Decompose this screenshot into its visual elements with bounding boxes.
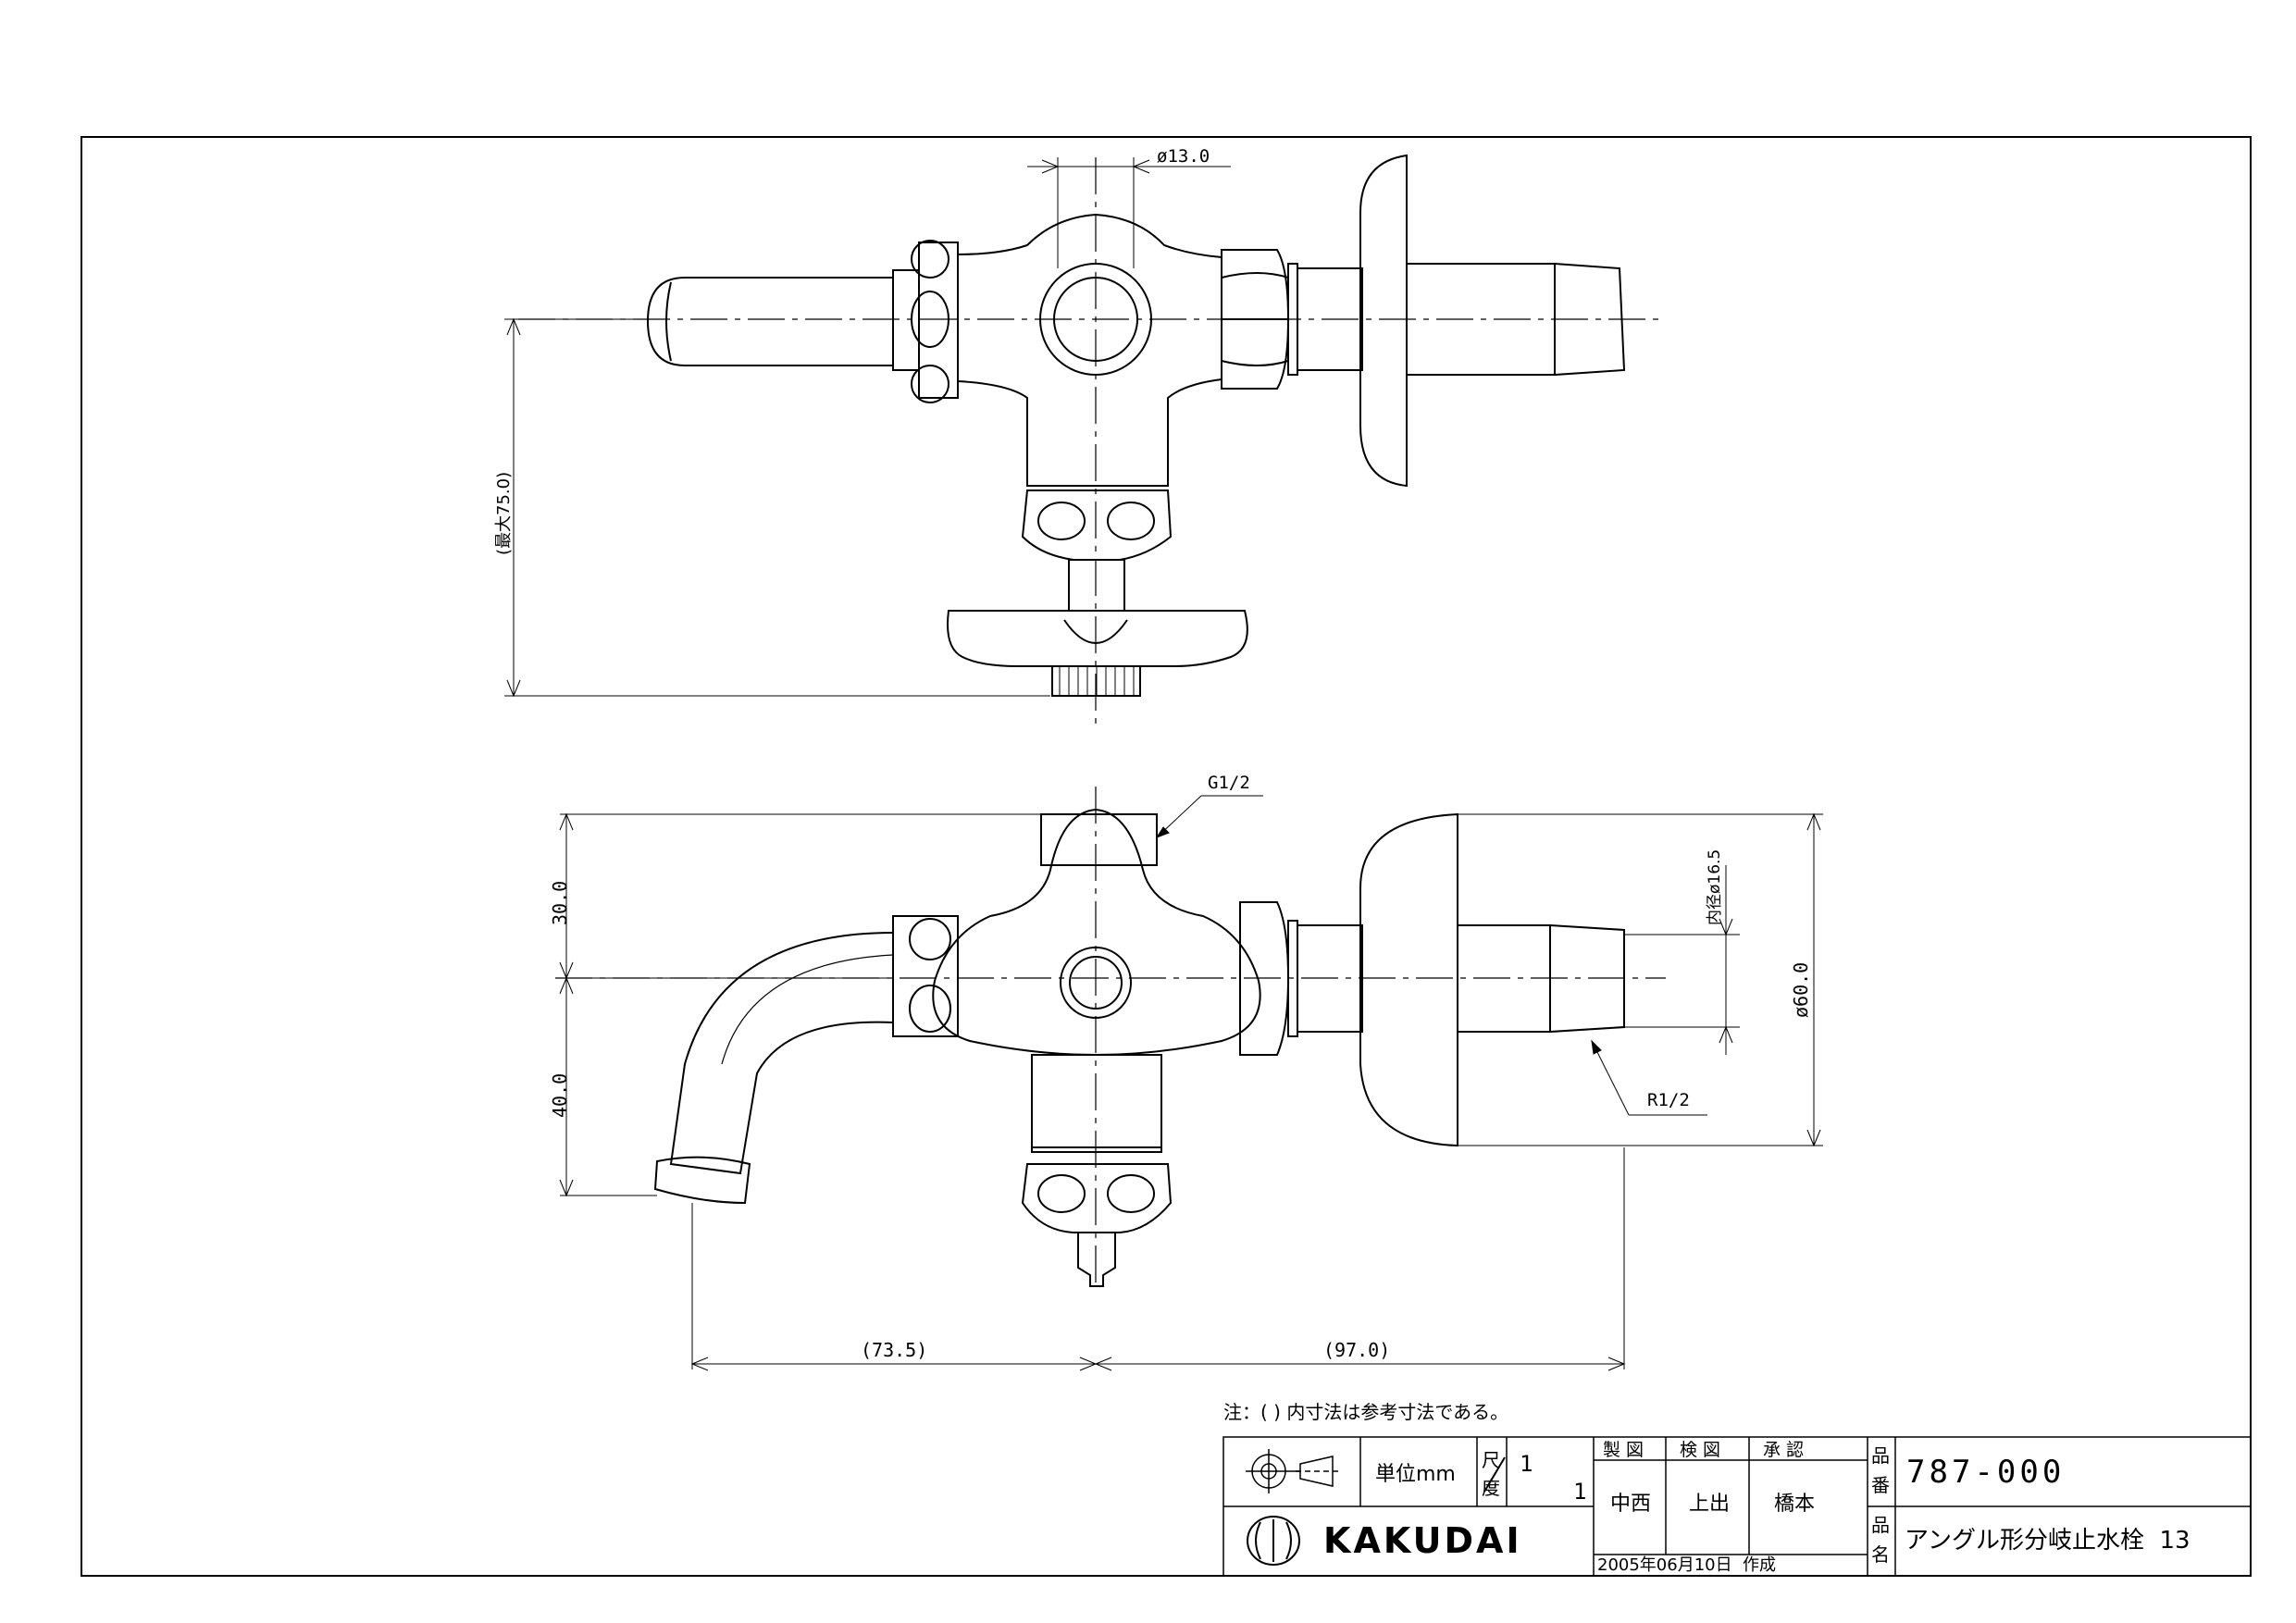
company-logo-text: KAKUDAI [1323,1520,1522,1561]
creation-date: 2005年06月10日 作成 [1597,1555,1776,1575]
dimension-labels: ø13.0 (最大75.0) G1/2 30.0 40.0 内径ø16.5 ø6… [494,146,1812,1361]
role-approved: 承 認 [1763,1440,1804,1460]
scale-label-2: 度 [1482,1477,1500,1499]
dim-upper: 30.0 [549,881,571,925]
title-block [1222,1436,2252,1577]
drawing-frame [81,136,2252,1577]
title-block-text: 単位mm 尺 度 1 1 製 図 検 図 承 認 中西 上出 橋本 品 番 78… [1323,1440,2191,1575]
dim-lower: 40.0 [549,1073,571,1118]
part-no-label-1: 品 [1871,1444,1890,1467]
part-no-label-2: 番 [1871,1474,1890,1496]
dim-bore: ø13.0 [1157,146,1210,167]
part-name-label-1: 品 [1871,1514,1890,1536]
role-drafted: 製 図 [1603,1440,1644,1460]
front-view [555,787,1666,1287]
reference-note: 注：( ) 内寸法は参考寸法である。 [1223,1401,1508,1423]
dim-left-length: (73.5) [861,1339,927,1361]
part-name: アングル形分岐止水栓 13 [1905,1527,2191,1555]
dim-right-length: (97.0) [1323,1339,1390,1361]
scale-numerator: 1 [1520,1451,1533,1477]
dim-max-height: (最大75.0) [494,472,514,555]
scale-denominator: 1 [1573,1479,1586,1505]
name-drafted: 中西 [1610,1493,1651,1516]
scale-label-1: 尺 [1482,1449,1500,1471]
dim-thread-end: R1/2 [1647,1090,1690,1110]
dim-inner-dia: 内径ø16.5 [1706,849,1724,925]
part-number: 787-000 [1906,1454,2065,1491]
name-approved: 橋本 [1774,1493,1815,1516]
top-view [518,154,1666,726]
name-checked: 上出 [1689,1493,1730,1516]
dim-thread-top: G1/2 [1208,773,1250,793]
unit-label: 単位mm [1375,1463,1456,1486]
part-name-label-2: 名 [1871,1543,1890,1566]
front-view-dimensions [559,795,1823,1371]
top-view-dimensions [504,157,1231,698]
role-checked: 検 図 [1680,1440,1720,1460]
dim-outer-dia: ø60.0 [1790,962,1812,1018]
